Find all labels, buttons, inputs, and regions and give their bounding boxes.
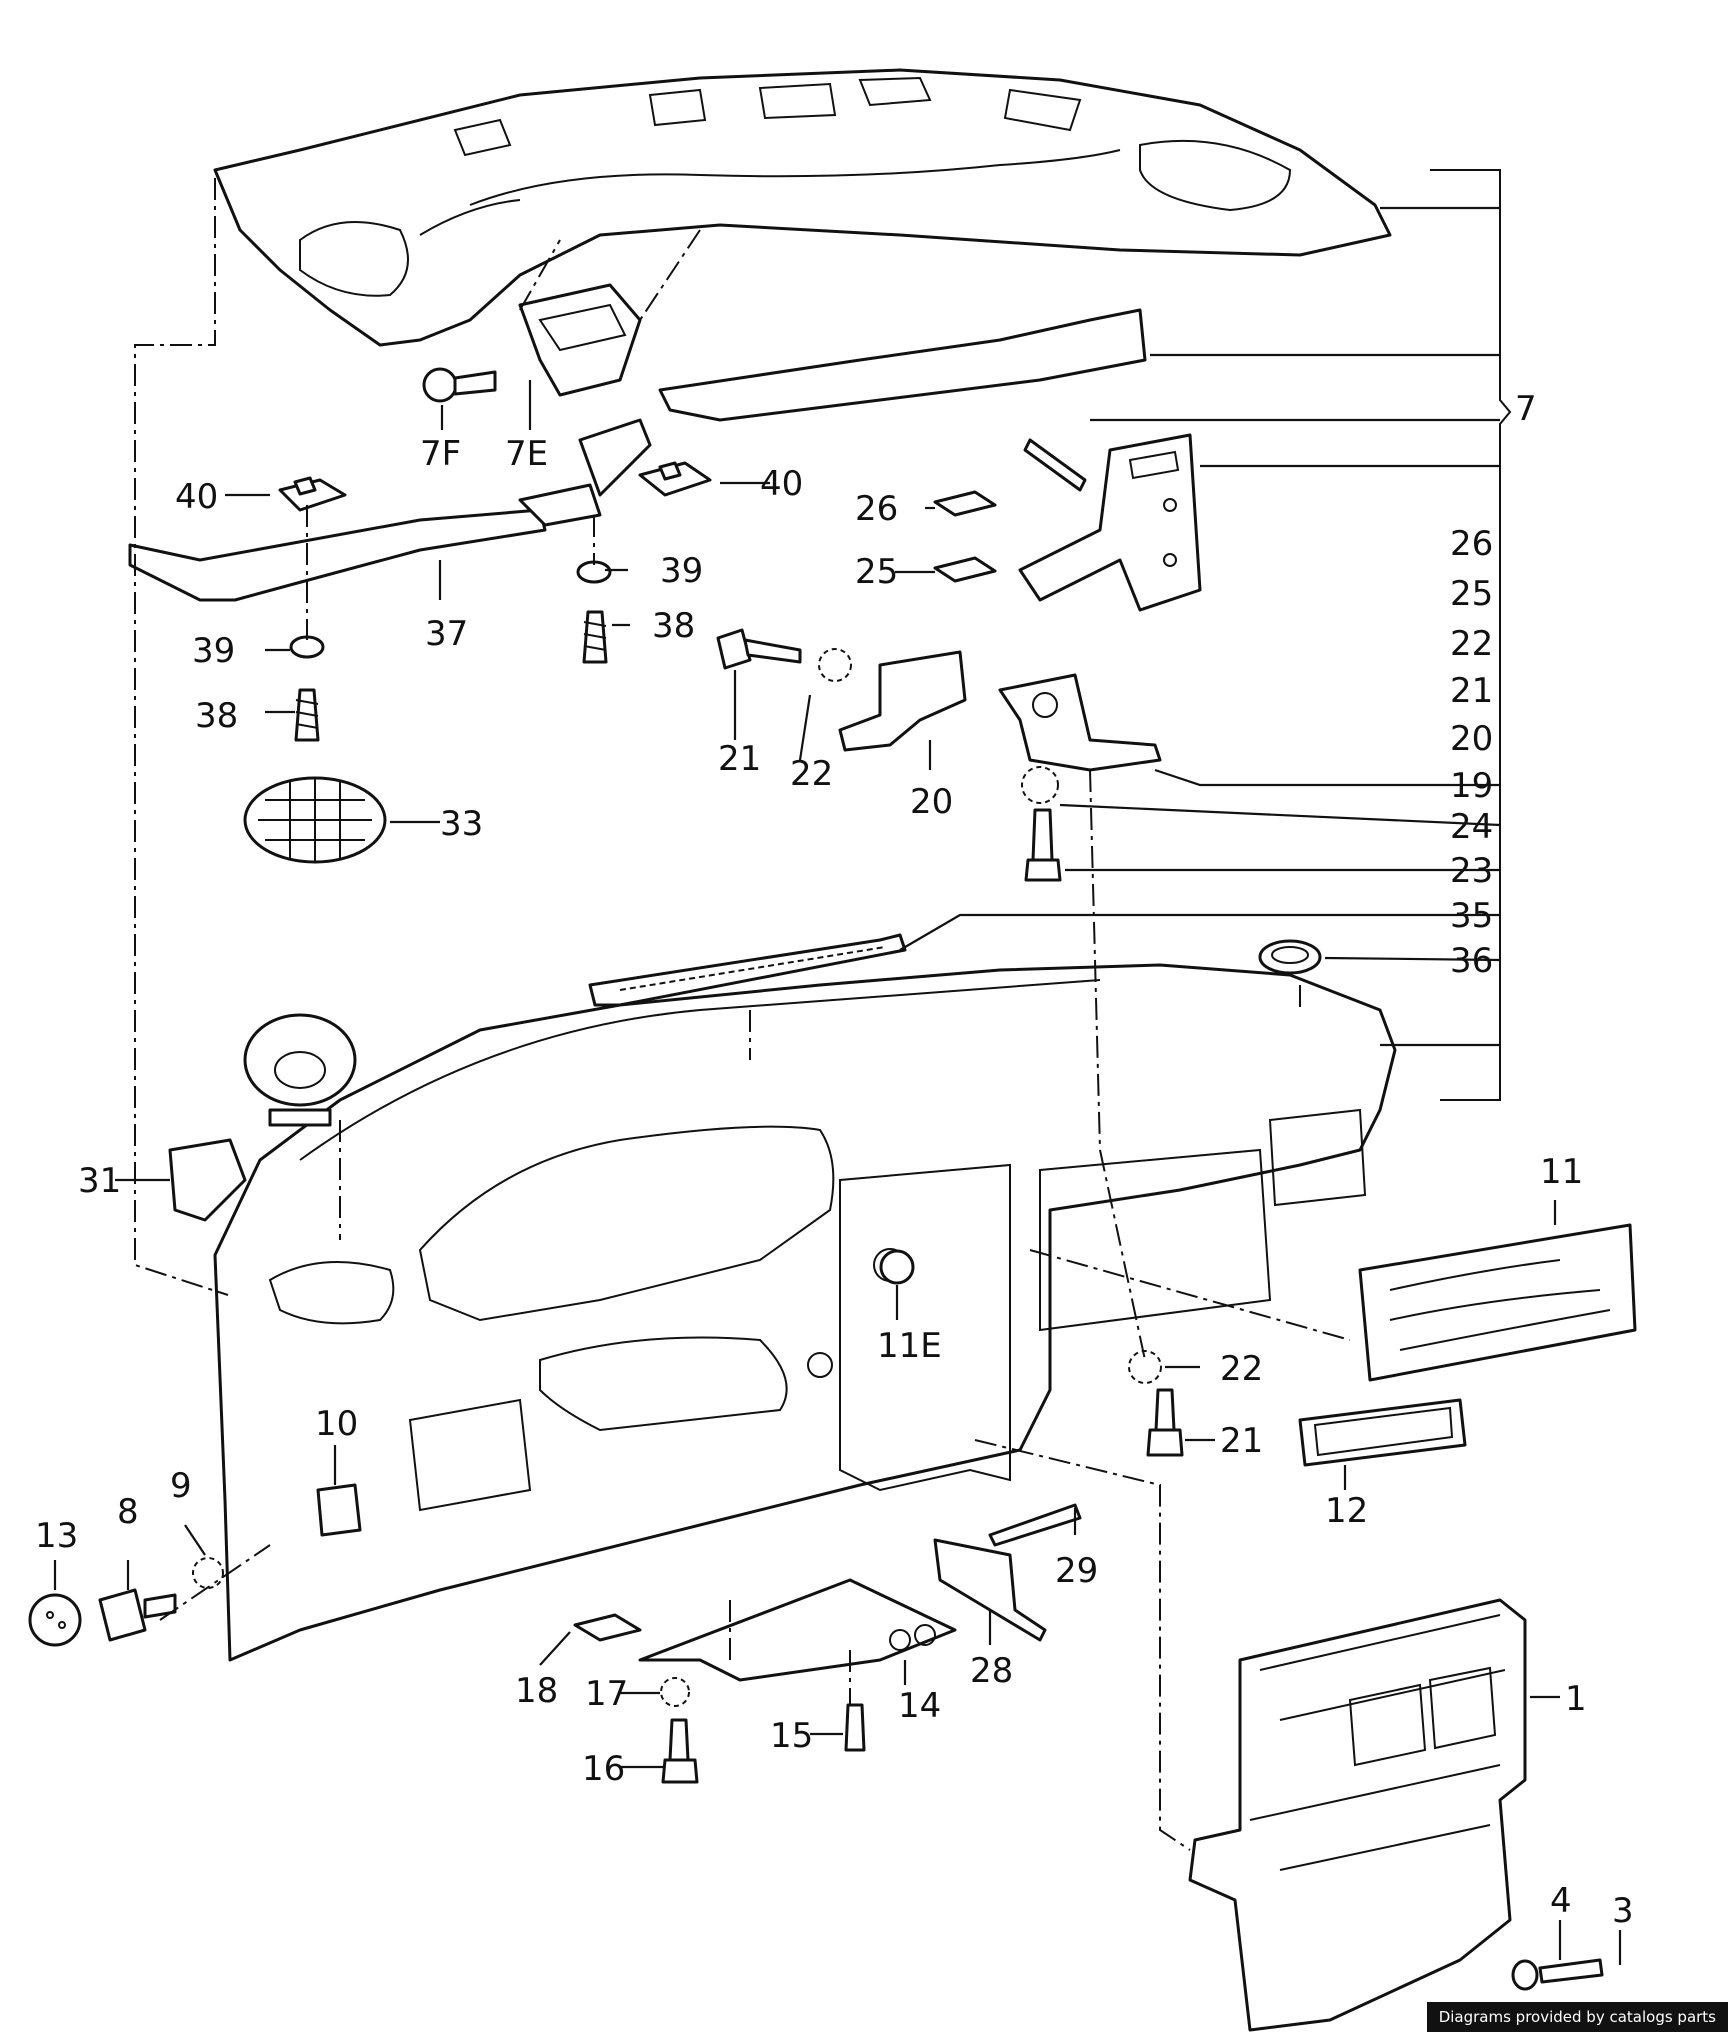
part-12-seal [1298,1398,1467,1467]
label-24: 24 [1450,807,1493,847]
label-16: 16 [582,1749,625,1789]
part-36-round-vent [1258,939,1322,975]
label-18: 18 [515,1671,558,1711]
label-31: 31 [78,1161,121,1201]
label-33: 33 [440,804,483,844]
label-40-left: 40 [175,477,218,517]
part-10-clip [316,1483,362,1537]
part-1-heater-box [1188,1598,1527,2032]
label-3: 3 [1612,1891,1634,1931]
part-13-cap [28,1593,82,1647]
speaker [243,1013,357,1127]
part-28-bracket [933,1538,1047,1642]
part-35-defrost-vent [588,933,907,1007]
part-15-screw [844,1703,866,1752]
label-4: 4 [1550,1881,1572,1921]
label-40-right: 40 [760,464,803,504]
group-label-26: 26 [1450,524,1493,564]
part-4-washer [1511,1959,1539,1991]
group-label-22: 22 [1450,624,1493,664]
label-7e: 7E [505,434,548,474]
label-11e: 11E [877,1326,942,1366]
main-dashboard-body [213,963,1397,1662]
part-8-bolt [98,1588,177,1642]
part-labels: 7F 7E 7 40 40 26 25 39 38 39 38 37 21 22… [35,389,1634,1931]
part-40-clip-right [638,461,712,497]
label-14: 14 [898,1686,941,1726]
assembly-lines [134,178,1351,1851]
label-26: 26 [855,489,898,529]
part-14-bracket [638,1578,957,1682]
part-7-side-bracket [1018,433,1202,612]
label-15: 15 [770,1716,813,1756]
label-29: 29 [1055,1551,1098,1591]
part-20-bracket [838,650,967,752]
label-25: 25 [855,552,898,592]
label-21-lower: 21 [1220,1421,1263,1461]
group-label-25: 25 [1450,574,1493,614]
label-39-right: 39 [660,551,703,591]
part-17-lockwasher [660,1677,690,1707]
part-11-lid [1358,1223,1637,1382]
part-22-lockwasher-upper [818,648,852,682]
label-19: 19 [1450,766,1493,806]
part-16-bolt [661,1718,699,1784]
label-12: 12 [1325,1491,1368,1531]
part-21-bolt-upper [716,628,802,670]
part-38-screw-left [294,688,320,742]
label-21-upper: 21 [718,739,761,779]
label-10: 10 [315,1404,358,1444]
label-13: 13 [35,1516,78,1556]
label-23: 23 [1450,851,1493,891]
label-7: 7 [1515,389,1537,429]
part-18-clip [573,1613,642,1642]
label-35: 35 [1450,896,1493,936]
part-11e-lock [879,1249,915,1285]
part-23-bolt [1024,808,1062,882]
part-19-bracket [998,673,1162,772]
part-33-speaker-grille [243,776,387,864]
label-38-left: 38 [195,696,238,736]
upper-dash-frame [213,68,1392,347]
label-20: 20 [910,782,953,822]
label-1: 1 [1565,1679,1587,1719]
credit-footer: Diagrams provided by catalogs parts [1426,2002,1728,2032]
part-7e-duct [518,283,642,397]
label-36: 36 [1450,941,1493,981]
label-7f: 7F [420,434,461,474]
part-7-bracket-strip [658,308,1147,422]
group-label-21: 21 [1450,671,1493,711]
label-28: 28 [970,1651,1013,1691]
label-22-upper: 22 [790,754,833,794]
part-38-screw-right [582,610,608,664]
group-7-bracket-line [1090,169,1512,1101]
label-39-left: 39 [192,631,235,671]
part-26-clip [933,490,997,517]
group-label-20: 20 [1450,719,1493,759]
label-38-right: 38 [652,606,695,646]
leader-lines [53,380,1622,1965]
part-22-lockwasher-lower [1128,1350,1162,1384]
part-9-lockwasher [192,1557,224,1589]
label-8: 8 [117,1492,139,1532]
part-37-bar [128,418,652,602]
part-25-clip [933,556,997,583]
part-7f-screw [422,367,497,403]
part-29-pin [988,1503,1082,1547]
part-3-screw [1538,1958,1604,1984]
label-11: 11 [1540,1152,1583,1192]
label-17: 17 [585,1674,628,1714]
part-21-bolt-lower [1146,1388,1184,1457]
label-22-lower: 22 [1220,1349,1263,1389]
label-37: 37 [425,614,468,654]
part-31-bracket [168,1138,247,1222]
part-24-lockwasher [1021,766,1059,804]
label-9: 9 [170,1466,192,1506]
part-40-clip-left [278,476,347,512]
